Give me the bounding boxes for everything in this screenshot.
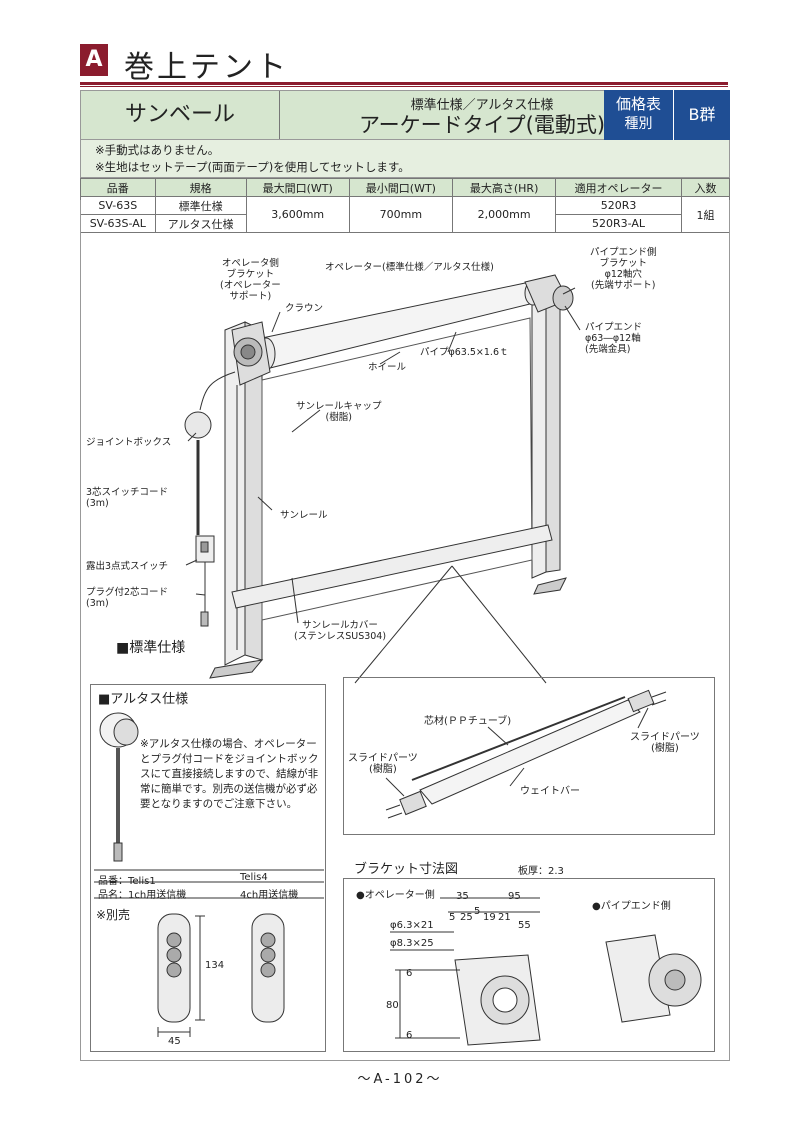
remote-height-dim: 134 [205, 960, 225, 971]
dim-hole-2: φ8.3×25 [390, 938, 434, 949]
cell-code: SV-63S-AL [80, 214, 156, 233]
dim-6a: 6 [406, 968, 413, 979]
cell-qty: 1組 [680, 196, 731, 233]
name-label: 品名：1ch用送信機 [98, 890, 187, 901]
bracket-title: ブラケット寸法図 [354, 862, 459, 877]
bracket-op-side: ●オペレーター側 [356, 890, 435, 901]
header-rule-thin [80, 86, 728, 87]
label-core: 芯材(ＰＰチューブ) [424, 716, 512, 727]
dim-55: 55 [518, 920, 531, 931]
bracket-panel [343, 878, 715, 1052]
label-wheel: ホイール [368, 362, 407, 373]
dim-5b: 5 [474, 906, 481, 917]
price-category: 価格表 種別 [604, 90, 674, 140]
dim-95: 95 [508, 891, 521, 902]
label-switch-cord: 3芯スイッチコード (3m) [86, 487, 169, 509]
price-label-2: 種別 [624, 116, 653, 132]
header-cell: 適用オペレーター [555, 178, 682, 197]
product-name: アーケードタイプ(電動式) [358, 113, 606, 137]
frame-left [80, 200, 81, 1060]
header-cell: 入数 [680, 178, 731, 197]
table-row: SV-63S 標準仕様 3,600mm 700mm 2,000mm 520R3 … [80, 196, 731, 233]
category-badge: A [80, 44, 108, 76]
cell-max-width: 3,600mm [245, 196, 350, 233]
cell-max-height: 2,000mm [451, 196, 557, 233]
label-plug-cord: プラグ付2芯コード (3m) [86, 587, 169, 609]
bracket-pipe-side: ●パイプエンド側 [592, 901, 671, 912]
remote-width-dim: 45 [168, 1036, 181, 1047]
header-cell: 規格 [154, 178, 247, 197]
product-subtitle: 標準仕様／アルタス仕様 [410, 98, 554, 113]
model-label: 品番：Telis1 [98, 876, 156, 887]
sold-separately: ※別売 [96, 908, 131, 922]
altus-panel [90, 684, 326, 1052]
frame-bottom [80, 1060, 730, 1061]
altus-title: ■アルタス仕様 [98, 692, 189, 707]
note-line: ※手動式はありません。 [95, 143, 220, 157]
price-group: B群 [674, 90, 730, 140]
frame-right [729, 200, 730, 1060]
table-header-row: 品番 規格 最大間口(WT) 最小間口(WT) 最大高さ(HR) 適用オペレータ… [80, 178, 731, 197]
dim-6b: 6 [406, 1030, 413, 1041]
bracket-thickness: 板厚：2.3 [518, 866, 564, 877]
label-operator-bracket: オペレータ側 ブラケット (オペレーター サポート) [220, 258, 281, 302]
header-cell: 品番 [80, 178, 156, 197]
label-slide-right: スライドパーツ (樹脂) [630, 732, 700, 754]
header-rule [80, 82, 728, 85]
label-crown: クラウン [285, 303, 324, 314]
dim-35: 35 [456, 891, 469, 902]
label-switch: 露出3点式スイッチ [86, 561, 169, 572]
cell-operator: 520R3-AL [555, 214, 682, 233]
table-row: SV-63S-AL アルタス仕様 520R3-AL [80, 214, 730, 233]
note-line: ※生地はセットテープ(両面テープ)を使用してセットします。 [95, 160, 410, 174]
dim-80: 80 [386, 1000, 399, 1011]
dim-19: 19 [483, 912, 496, 923]
label-rail-cover: サンレールカバー (ステンレスSUS304) [294, 620, 387, 642]
label-pipe-end-bracket: パイプエンド側 ブラケット φ12軸穴 (先端サポート) [590, 247, 657, 291]
label-operator: オペレーター(標準仕様／アルタス仕様) [325, 262, 494, 273]
dim-21: 21 [498, 912, 511, 923]
header-cell: 最小間口(WT) [348, 178, 454, 197]
label-slide-left: スライドパーツ (樹脂) [348, 753, 418, 775]
price-label-1: 価格表 [615, 95, 661, 113]
label-weight-bar: ウェイトバー [520, 786, 580, 797]
page-number: ～A-102～ [357, 1072, 443, 1087]
category-title: 巻上テント [124, 50, 289, 85]
header-cell: 最大高さ(HR) [451, 178, 557, 197]
model-label-2: Telis4 [240, 872, 268, 883]
header-cell: 最大間口(WT) [245, 178, 350, 197]
name-label-2: 4ch用送信機 [240, 890, 299, 901]
dim-25: 25 [460, 912, 473, 923]
cell-min-width: 700mm [348, 196, 454, 233]
cell-spec: 標準仕様 [154, 196, 247, 215]
label-sunrail-cap: サンレールキャップ (樹脂) [296, 401, 382, 423]
spec-table: 品番 規格 最大間口(WT) 最小間口(WT) 最大高さ(HR) 適用オペレータ… [80, 178, 731, 233]
altus-note: ※アルタス仕様の場合、オペレーターとプラグ付コードをジョイントボックスにて直接接… [140, 738, 319, 810]
dim-5a: 5 [449, 912, 456, 923]
label-sunrail: サンレール [280, 510, 328, 521]
label-pipe-end: パイプエンド φ63―φ12軸 (先端金具) [585, 322, 643, 355]
weight-bar-panel [343, 677, 715, 835]
label-joint-box: ジョイントボックス [86, 437, 172, 448]
notes: ※手動式はありません。 ※生地はセットテープ(両面テープ)を使用してセットします… [80, 140, 730, 178]
dim-hole-1: φ6.3×21 [390, 920, 434, 931]
cell-spec: アルタス仕様 [154, 214, 247, 233]
label-pipe: パイプφ63.5×1.6ｔ [420, 347, 509, 358]
standard-spec-heading: ■標準仕様 [116, 640, 186, 656]
brand-name: サンベール [81, 91, 280, 139]
